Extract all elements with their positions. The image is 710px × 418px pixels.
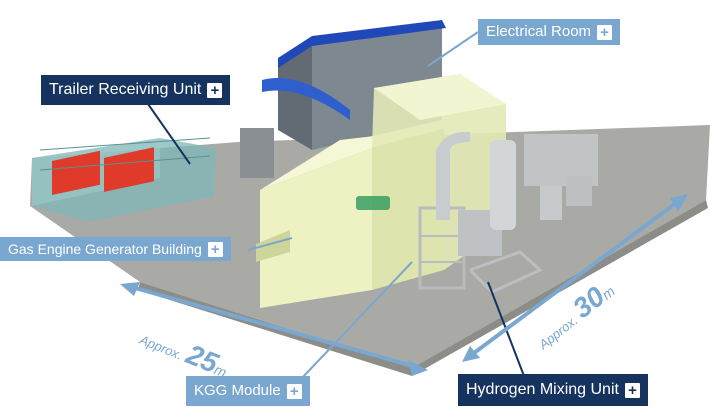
hydrogen-mixing-unit-graphic bbox=[490, 134, 598, 230]
plus-icon[interactable]: + bbox=[597, 24, 613, 40]
callout-label: Hydrogen Mixing Unit bbox=[466, 381, 619, 398]
kgg-module-graphic bbox=[418, 131, 543, 294]
callout-label: KGG Module bbox=[194, 382, 281, 399]
leader-kgg bbox=[301, 261, 413, 379]
leader-gas bbox=[247, 237, 293, 251]
leader-electrical bbox=[427, 31, 479, 67]
kgg-module-callout[interactable]: KGG Module + bbox=[186, 376, 310, 406]
callout-label: Electrical Room bbox=[486, 23, 592, 40]
trailer-receiving-unit-graphic bbox=[32, 137, 216, 222]
ground-slab-edge bbox=[138, 200, 708, 376]
hydrogen-mixing-unit-callout[interactable]: Hydrogen Mixing Unit + bbox=[458, 374, 648, 406]
callout-label: Trailer Receiving Unit bbox=[49, 81, 202, 98]
plus-icon[interactable]: + bbox=[207, 241, 223, 257]
plus-icon[interactable]: + bbox=[207, 82, 223, 98]
plus-icon[interactable]: + bbox=[624, 382, 640, 398]
gas-engine-generator-building-callout[interactable]: Gas Engine Generator Building + bbox=[0, 237, 231, 261]
dimension-arrow-25m bbox=[120, 282, 428, 376]
callout-label: Gas Engine Generator Building bbox=[8, 241, 202, 257]
dimension-arrow-30m bbox=[462, 194, 688, 362]
leader-trailer bbox=[147, 103, 191, 165]
plus-icon[interactable]: + bbox=[286, 383, 302, 399]
electrical-room-callout[interactable]: Electrical Room + bbox=[478, 19, 621, 45]
trailer-receiving-unit-callout[interactable]: Trailer Receiving Unit + bbox=[41, 75, 231, 105]
staircase-canopy bbox=[262, 78, 350, 120]
